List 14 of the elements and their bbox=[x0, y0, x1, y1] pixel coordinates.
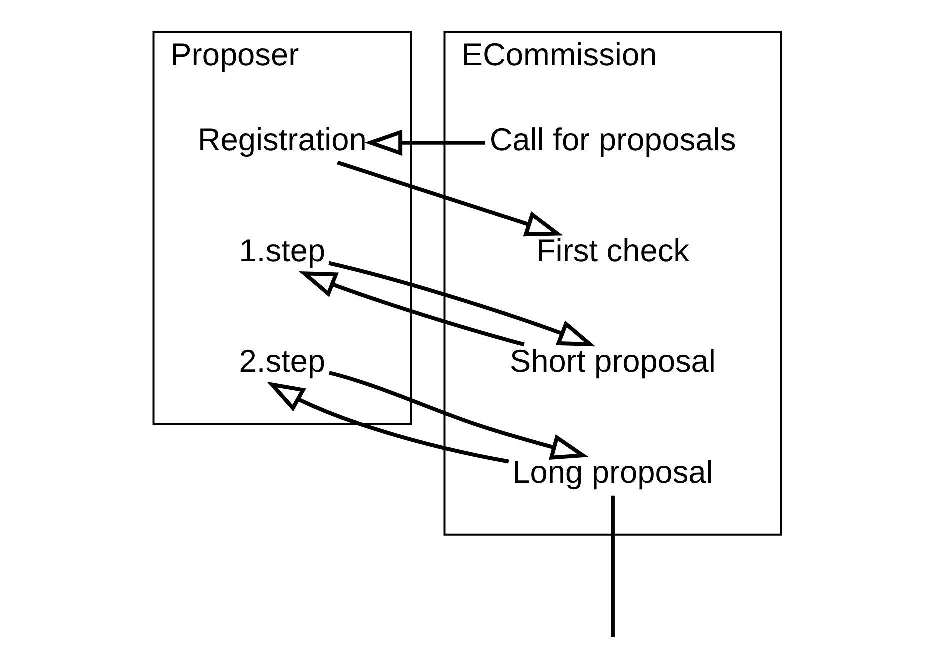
connector bbox=[610, 496, 614, 638]
arrow bbox=[266, 382, 509, 464]
node-text: Long proposal bbox=[512, 454, 713, 490]
node-text: First check bbox=[536, 232, 690, 268]
node-text: Call for proposals bbox=[489, 121, 736, 158]
node-text: 1.step bbox=[238, 232, 326, 268]
arrow bbox=[328, 261, 596, 347]
node-text: 2.step bbox=[238, 343, 326, 380]
arrow bbox=[298, 271, 524, 347]
node-text: Short proposal bbox=[510, 343, 716, 380]
arrow bbox=[336, 160, 563, 237]
arrow bbox=[364, 130, 485, 156]
arrow bbox=[328, 371, 588, 460]
node-text: Registration bbox=[197, 121, 366, 158]
